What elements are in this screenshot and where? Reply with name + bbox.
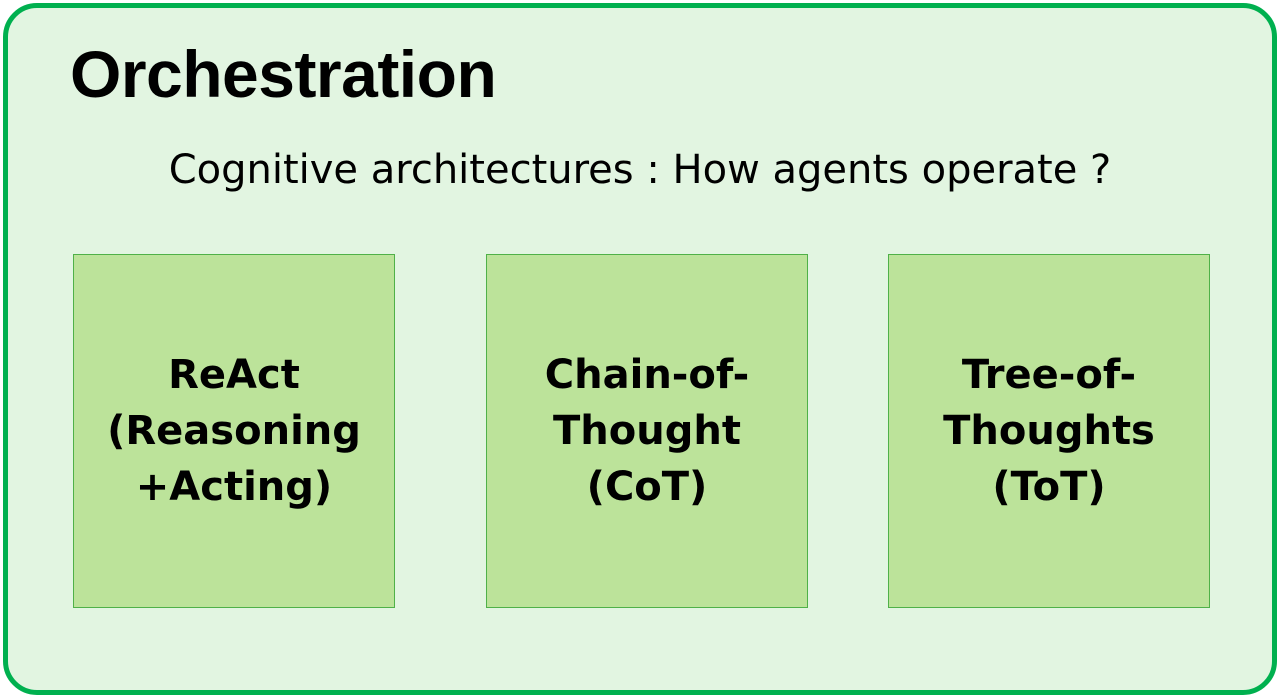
architecture-box-react: ReAct (Reasoning +Acting)	[73, 254, 395, 608]
panel-subtitle: Cognitive architectures : How agents ope…	[168, 147, 1112, 193]
architecture-label-tot: Tree-of- Thoughts (ToT)	[943, 352, 1155, 510]
architecture-box-cot: Chain-of- Thought (CoT)	[486, 254, 808, 608]
architecture-box-tot: Tree-of- Thoughts (ToT)	[888, 254, 1210, 608]
panel-title: Orchestration	[70, 37, 497, 111]
architecture-label-cot: Chain-of- Thought (CoT)	[544, 352, 750, 510]
architecture-label-react: ReAct (Reasoning +Acting)	[107, 352, 361, 510]
